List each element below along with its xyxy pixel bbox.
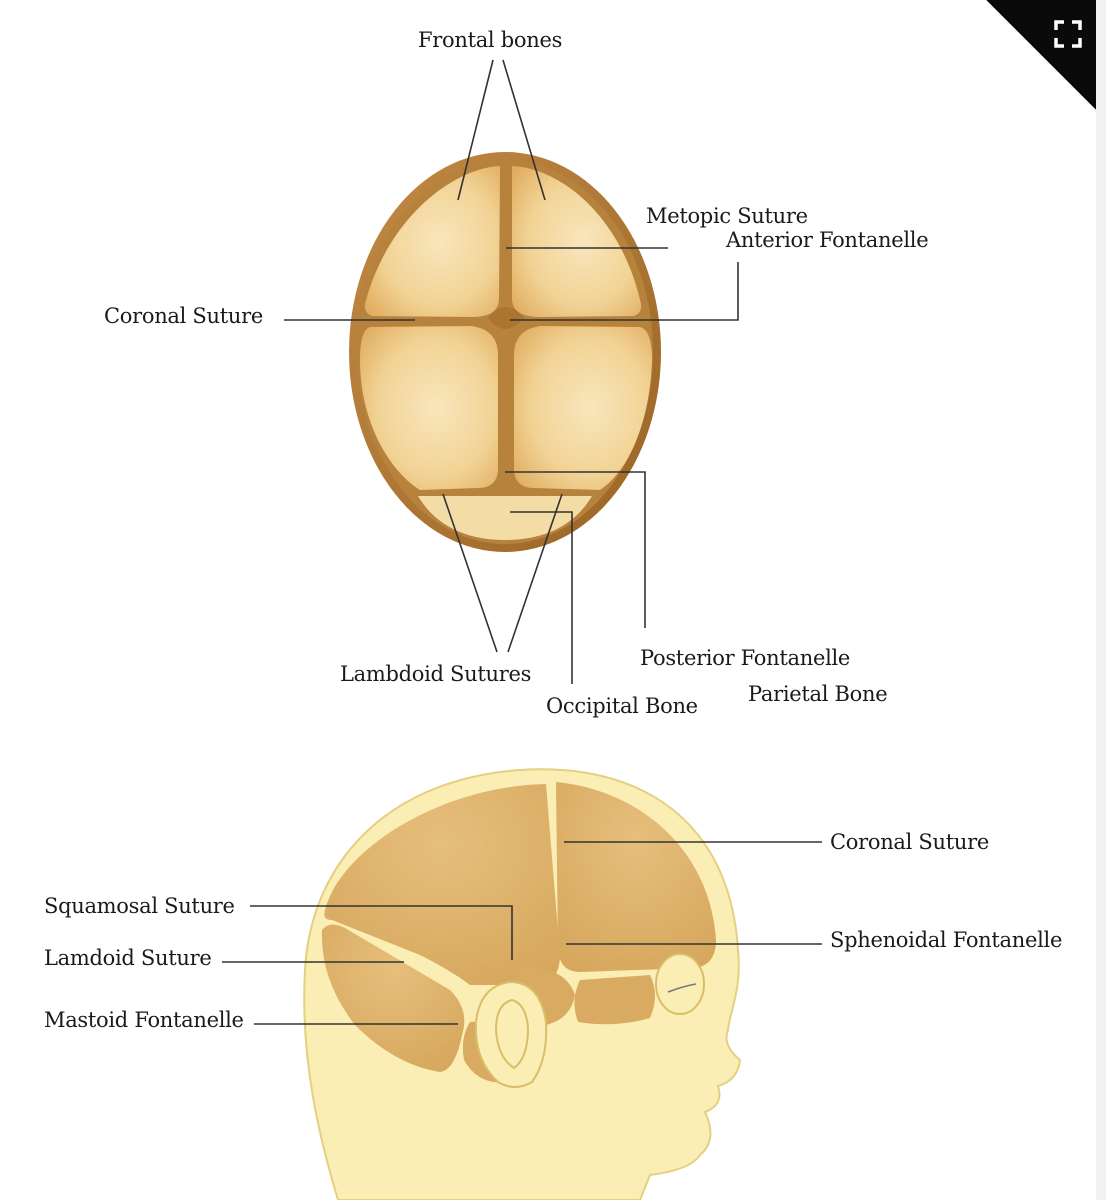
fullscreen-icon xyxy=(1054,20,1082,48)
anterior-fontanelle xyxy=(488,307,524,329)
side-parietal-bone xyxy=(324,784,560,985)
label-metopic-suture: Metopic Suture xyxy=(646,204,808,228)
side-sphenoid-bone xyxy=(574,975,655,1025)
label-posterior-fontanelle: Posterior Fontanelle xyxy=(640,646,851,670)
parietal-bone-left xyxy=(360,326,498,490)
label-occipital-bone: Occipital Bone xyxy=(546,694,698,718)
page-edge xyxy=(1096,0,1106,1200)
side-frontal-bone xyxy=(556,782,716,972)
ear xyxy=(474,980,548,1088)
label-sphenoidal-fontanelle: Sphenoidal Fontanelle xyxy=(830,928,1063,952)
leader-occipital xyxy=(510,511,573,684)
skull-side-view xyxy=(222,768,822,1200)
label-frontal-bones: Frontal bones xyxy=(418,28,563,52)
leader-frontal-right xyxy=(502,59,546,201)
eye xyxy=(655,953,705,1015)
leader-lambdoid-right xyxy=(507,493,563,653)
skull-top-view xyxy=(284,59,739,684)
label-anterior-fontanelle: Anterior Fontanelle xyxy=(726,228,929,252)
ear-inner xyxy=(494,998,530,1070)
label-squamosal-suture: Squamosal Suture xyxy=(44,894,235,918)
label-parietal-bone: Parietal Bone xyxy=(748,682,888,706)
eye-lid xyxy=(667,983,697,993)
leader-lambdoid-left xyxy=(442,493,498,653)
label-coronal-suture-side: Coronal Suture xyxy=(830,830,989,854)
leader-squamosal xyxy=(250,905,513,960)
frontal-bone-right xyxy=(512,166,642,317)
leader-frontal-left xyxy=(457,59,494,201)
parietal-bone-right xyxy=(514,326,652,490)
frontal-bone-left xyxy=(364,166,500,317)
leader-anterior-fontanelle xyxy=(510,262,739,321)
label-lambdoid-sutures: Lambdoid Sutures xyxy=(340,662,532,686)
label-coronal-suture-top: Coronal Suture xyxy=(104,304,263,328)
fullscreen-button[interactable] xyxy=(986,0,1096,110)
leader-posterior-fontanelle xyxy=(505,471,646,628)
label-lamdoid-suture: Lamdoid Suture xyxy=(44,946,212,970)
label-mastoid-fontanelle: Mastoid Fontanelle xyxy=(44,1008,244,1032)
occipital-bone xyxy=(418,496,592,540)
